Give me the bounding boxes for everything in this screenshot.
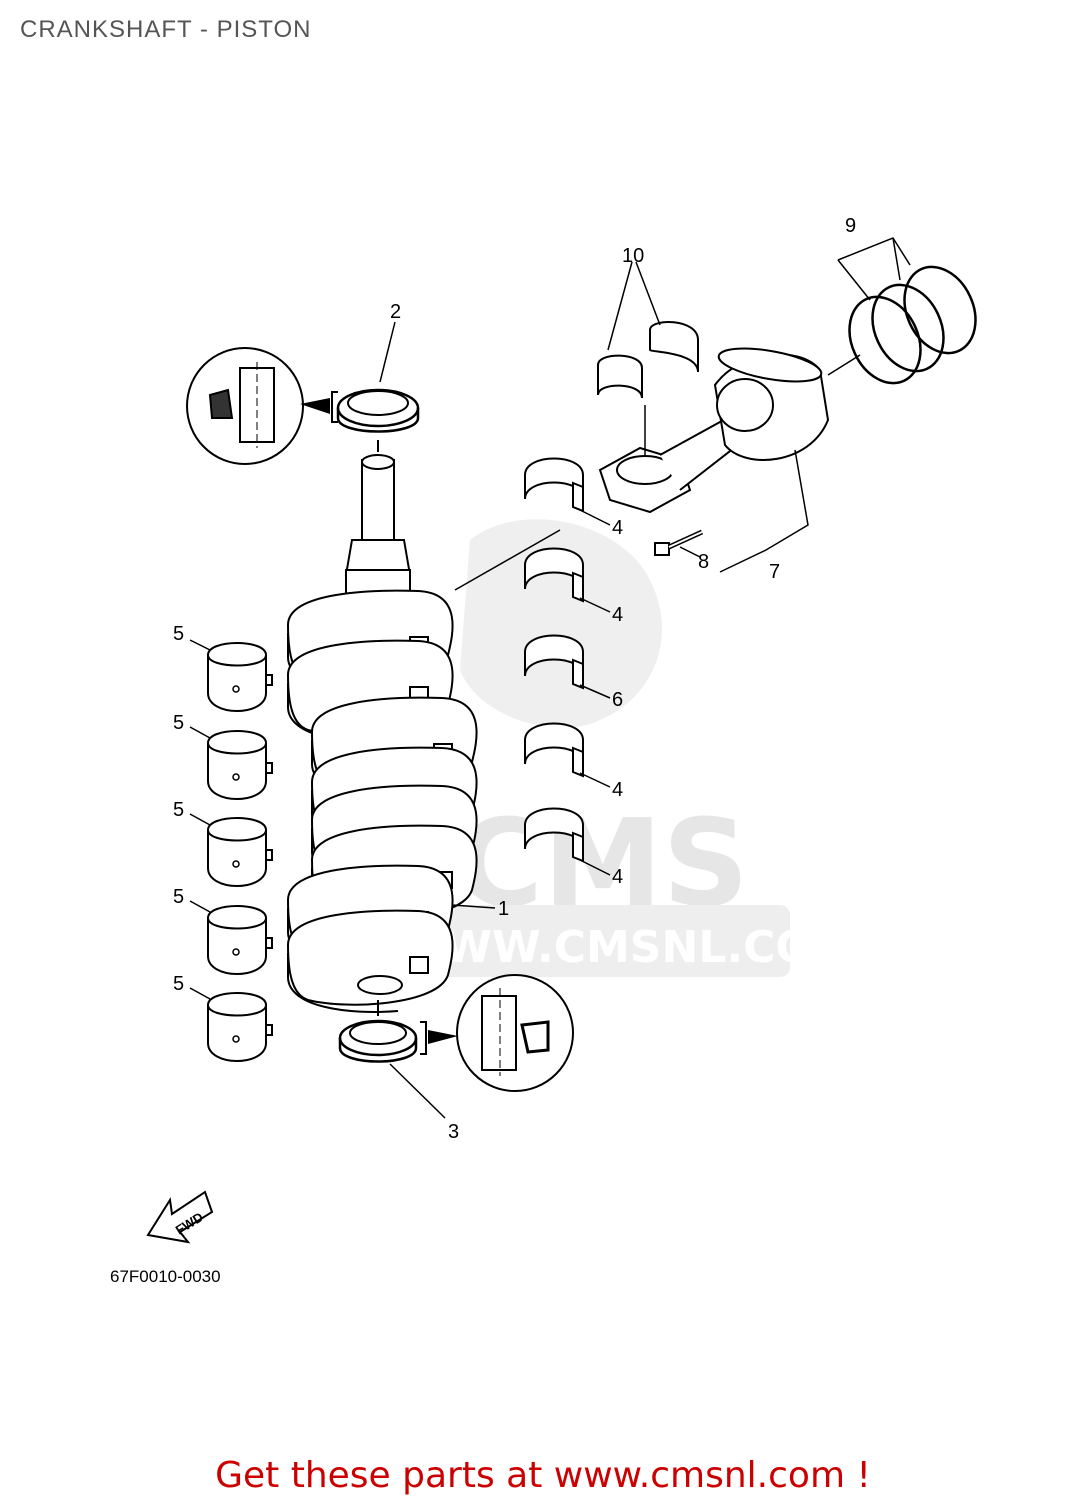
callout-5d: 5 [173, 886, 184, 908]
oil-seal-detail-icon [420, 974, 574, 1092]
piston-rings [827, 237, 977, 385]
callout-5c: 5 [173, 799, 184, 821]
fwd-arrow-icon: FWD [146, 1190, 214, 1244]
watermark-url: WWW.CMSNL.COM [395, 922, 857, 973]
callout-2: 2 [390, 301, 401, 323]
callout-1: 1 [498, 898, 509, 920]
callout-4a: 4 [612, 517, 623, 539]
oil-seal-bottom [338, 1000, 418, 1063]
callout-5b: 5 [173, 712, 184, 734]
callout-5e: 5 [173, 973, 184, 995]
piston-pin-bearing [597, 261, 699, 399]
callout-4c: 4 [612, 779, 623, 801]
callout-10: 10 [622, 245, 644, 267]
cms-watermark: CMS WWW.CMSNL.COM [380, 519, 857, 977]
oil-seal-top [336, 388, 420, 452]
footer-cta[interactable]: Get these parts at www.cmsnl.com ! [215, 1455, 871, 1496]
conrod-bearings [454, 457, 584, 862]
callout-9: 9 [845, 215, 856, 237]
callout-6: 6 [612, 689, 623, 711]
conrod-bolt [654, 529, 704, 556]
callout-8: 8 [698, 551, 709, 573]
leader-lines [189, 321, 701, 1119]
piston [713, 347, 830, 461]
main-bearings [207, 642, 273, 1062]
callout-3: 3 [448, 1121, 459, 1143]
crankshaft [287, 454, 478, 1013]
callout-4b: 4 [612, 604, 623, 626]
callout-4d: 4 [612, 866, 623, 888]
oil-seal-detail-icon [186, 347, 338, 465]
diagram-code: 67F0010-0030 [110, 1267, 221, 1286]
callout-7: 7 [769, 561, 780, 583]
page-title: CRANKSHAFT - PISTON [20, 16, 312, 43]
callout-5a: 5 [173, 623, 184, 645]
